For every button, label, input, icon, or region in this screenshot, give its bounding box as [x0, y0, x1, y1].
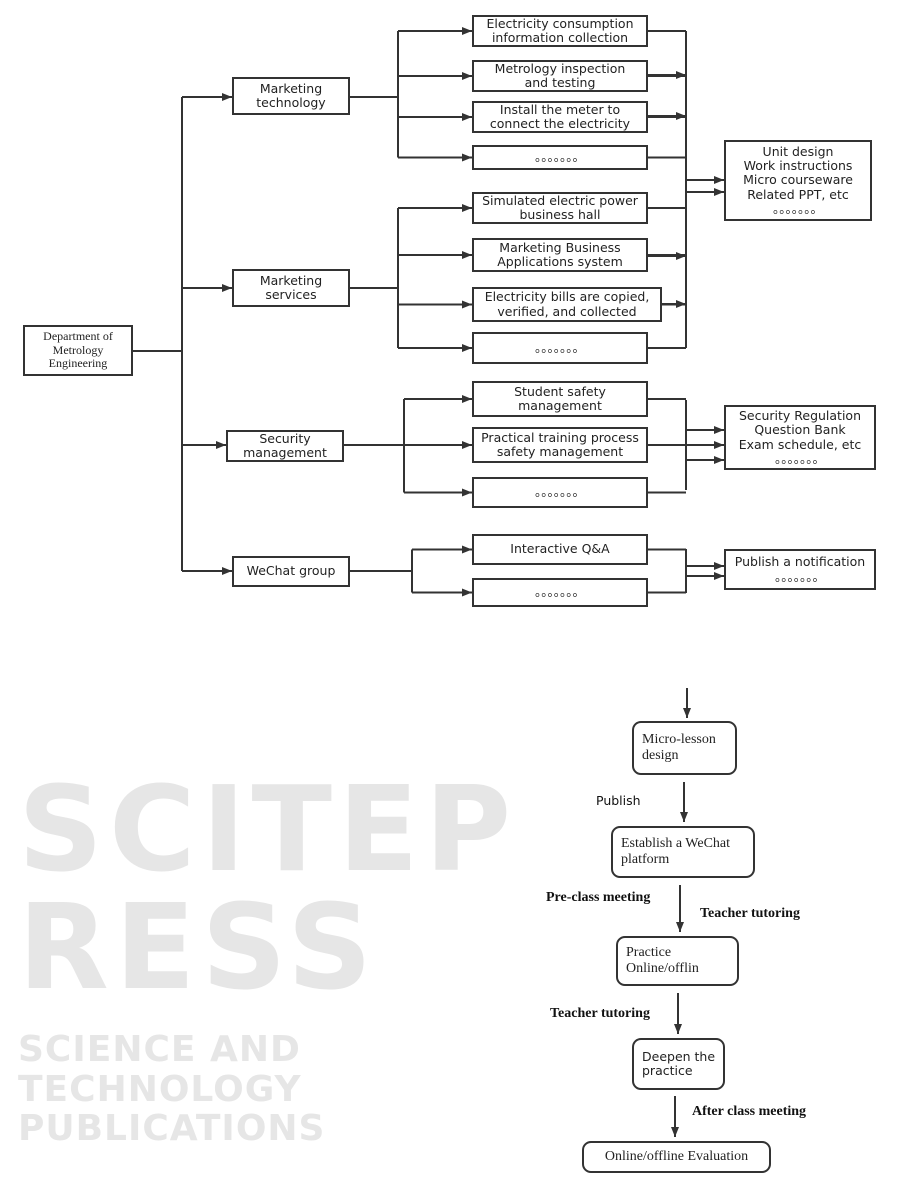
item-box-3-3: 。。。。。。。 — [472, 477, 648, 508]
item-box-2-2: Marketing Business Applications system — [472, 238, 648, 272]
resource-box-3: Publish a notification 。。。。。。。 — [724, 549, 876, 590]
item-box-4-2: 。。。。。。。 — [472, 578, 648, 607]
resource-box-2-text: Security Regulation Question Bank Exam s… — [738, 407, 862, 466]
category-box-1: Marketing technology — [232, 77, 350, 115]
item-box-1-2-text: Metrology inspection and testing — [494, 60, 626, 90]
item-box-1-3-text: Install the meter to connect the electri… — [489, 101, 631, 131]
flow-label-teacher-tutoring-1: Teacher tutoring — [700, 906, 800, 921]
item-box-3-1: Student safety management — [472, 381, 648, 417]
flow-step-2-text: Establish a WeChat platform — [621, 835, 731, 867]
resource-box-1-text: Unit design Work instructions Micro cour… — [743, 143, 853, 217]
item-box-3-2: Practical training process safety manage… — [472, 427, 648, 463]
item-box-2-4: 。。。。。。。 — [472, 332, 648, 364]
department-box: Department of Metrology Engineering — [23, 325, 133, 376]
flow-step-5: Online/offline Evaluation — [582, 1141, 771, 1173]
item-box-3-3-text: 。。。。。。。 — [534, 484, 585, 500]
resource-box-1: Unit design Work instructions Micro cour… — [724, 140, 872, 221]
resource-box-3-text: Publish a notification 。。。。。。。 — [734, 554, 866, 584]
item-box-1-4: 。。。。。。。 — [472, 145, 648, 170]
category-box-4: WeChat group — [232, 556, 350, 587]
resource-box-2: Security Regulation Question Bank Exam s… — [724, 405, 876, 470]
flow-label-pre-class: Pre-class meeting — [546, 890, 651, 905]
category-box-3-text: Security management — [243, 430, 327, 460]
item-box-3-2-text: Practical training process safety manage… — [481, 429, 639, 459]
flow-label-after-class: After class meeting — [692, 1104, 807, 1119]
item-box-2-3: Electricity bills are copied, verified, … — [472, 287, 662, 322]
flow-label-teacher-tutoring-2: Teacher tutoring — [550, 1006, 650, 1021]
item-box-1-1-text: Electricity consumption information coll… — [486, 15, 634, 45]
item-box-3-1-text: Student safety management — [514, 383, 606, 413]
item-box-2-4-text: 。。。。。。。 — [534, 339, 585, 355]
item-box-4-2-text: 。。。。。。。 — [534, 584, 585, 600]
category-box-2: Marketing services — [232, 269, 350, 307]
item-box-1-1: Electricity consumption information coll… — [472, 15, 648, 47]
item-box-4-1: Interactive Q&A — [472, 534, 648, 565]
item-box-1-3: Install the meter to connect the electri… — [472, 101, 648, 133]
department-box-text: Department of Metrology Engineering — [43, 328, 113, 371]
item-box-1-2: Metrology inspection and testing — [472, 60, 648, 92]
category-box-3: Security management — [226, 430, 344, 462]
item-box-4-1-text: Interactive Q&A — [510, 541, 610, 557]
flow-step-4: Deepen the practice — [632, 1038, 725, 1090]
flow-step-1-text: Micro-lesson design — [642, 731, 716, 763]
category-box-1-text: Marketing technology — [256, 80, 326, 110]
item-box-2-3-text: Electricity bills are copied, verified, … — [484, 289, 650, 319]
flow-step-3-text: Practice Online/offlin — [626, 944, 699, 976]
item-box-2-1-text: Simulated electric power business hall — [482, 192, 638, 222]
flow-step-5-text: Online/offline Evaluation — [604, 1148, 749, 1164]
item-box-2-2-text: Marketing Business Applications system — [497, 239, 623, 269]
flow-step-1: Micro-lesson design — [632, 721, 737, 775]
flow-step-2: Establish a WeChat platform — [611, 826, 755, 878]
flow-step-3: Practice Online/offlin — [616, 936, 739, 986]
flow-label-publish: Publish — [596, 793, 641, 808]
item-box-1-4-text: 。。。。。。。 — [534, 149, 585, 165]
item-box-2-1: Simulated electric power business hall — [472, 192, 648, 224]
category-box-2-text: Marketing services — [259, 272, 323, 302]
category-box-4-text: WeChat group — [246, 563, 336, 579]
flow-step-4-text: Deepen the practice — [642, 1048, 716, 1078]
